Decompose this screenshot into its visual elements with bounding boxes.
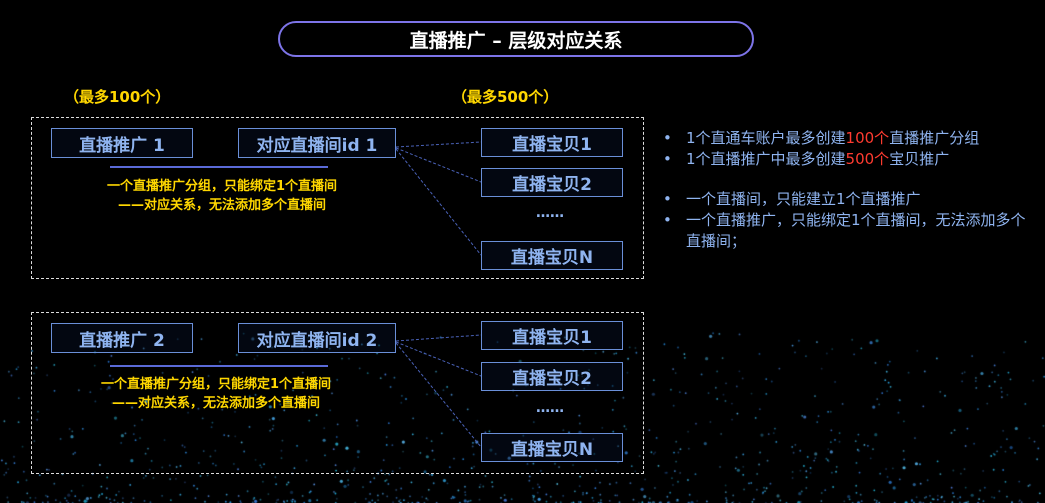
rule-item-2: 1个直播推广中最多创建500个宝贝推广 [660, 149, 1040, 170]
group-container-1 [31, 117, 644, 279]
note-1-line-2: ——对应关系，无法添加多个直播间 [117, 198, 326, 213]
item-box-1-n: 直播宝贝N [481, 241, 623, 270]
note-2-line-1: 一个直播推广分组，只能绑定1个直播间 [100, 377, 332, 392]
note-2-line-2: ——对应关系，无法添加多个直播间 [111, 396, 320, 411]
rule-item-4: 一个直播推广，只能绑定1个直播间，无法添加多个直播间； [660, 210, 1040, 252]
item-box-2-n: 直播宝贝N [481, 433, 623, 462]
promo-box-2: 直播推广 2 [51, 323, 193, 353]
rule-1-highlight: 100个 [845, 129, 890, 147]
note-2: 一个直播推广分组，只能绑定1个直播间 ——对应关系，无法添加多个直播间 [46, 375, 386, 413]
note-underline-2 [110, 365, 328, 367]
ellipsis-2: …… [536, 400, 564, 416]
ellipsis-1: …… [536, 205, 564, 221]
room-box-1: 对应直播间id 1 [238, 128, 396, 158]
item-box-2-1: 直播宝贝1 [481, 321, 623, 350]
limit-label-items: （最多500个） [452, 88, 559, 106]
page-title-text: 直播推广 – 层级对应关系 [409, 29, 623, 52]
item-box-1-1: 直播宝贝1 [481, 128, 623, 157]
rule-item-3: 一个直播间，只能建立1个直播推广 [660, 189, 1040, 210]
rule-item-1: 1个直通车账户最多创建100个直播推广分组 [660, 128, 1040, 149]
item-box-2-2: 直播宝贝2 [481, 362, 623, 391]
rule-2-highlight: 500个 [845, 150, 890, 168]
room-box-2: 对应直播间id 2 [238, 323, 396, 353]
note-underline-1 [110, 166, 328, 168]
note-1: 一个直播推广分组，只能绑定1个直播间 ——对应关系，无法添加多个直播间 [52, 177, 392, 215]
limit-label-groups: （最多100个） [64, 88, 171, 106]
note-1-line-1: 一个直播推广分组，只能绑定1个直播间 [106, 179, 338, 194]
item-box-1-2: 直播宝贝2 [481, 168, 623, 197]
rules-list: 1个直通车账户最多创建100个直播推广分组 1个直播推广中最多创建500个宝贝推… [660, 128, 1040, 252]
page-title: 直播推广 – 层级对应关系 [278, 21, 754, 57]
promo-box-1: 直播推广 1 [51, 128, 193, 158]
group-container-2 [31, 312, 644, 474]
